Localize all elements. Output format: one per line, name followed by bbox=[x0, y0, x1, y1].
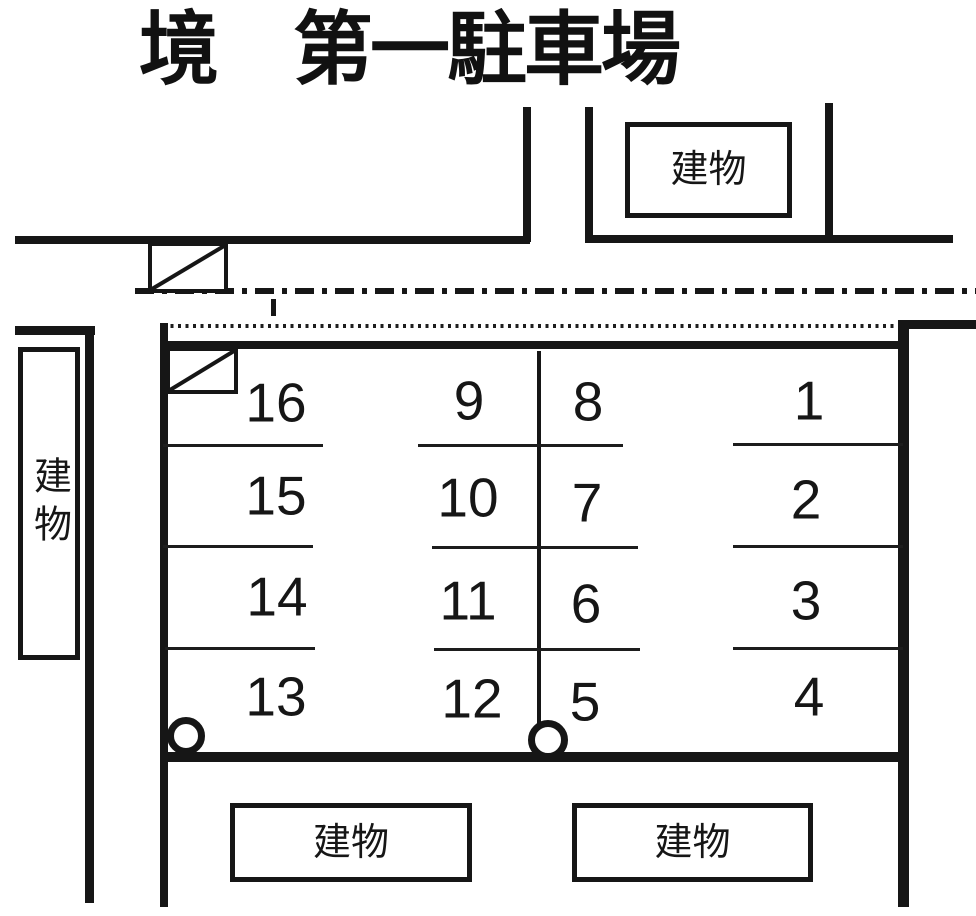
stall-4: 4 bbox=[793, 665, 825, 728]
road-edge-upper-right bbox=[585, 235, 953, 243]
lot-left-edge bbox=[160, 323, 168, 907]
lot-center-divider bbox=[537, 351, 541, 724]
lot-top-right-step bbox=[898, 320, 976, 329]
left-road-corner-horizontal bbox=[15, 326, 95, 335]
building-label-top: 建物 bbox=[670, 149, 747, 191]
stall-2: 2 bbox=[790, 468, 822, 531]
building-box-left: 建物 bbox=[18, 347, 80, 660]
stall-1: 1 bbox=[793, 369, 825, 432]
road-edge-upper-left bbox=[15, 236, 530, 244]
stall-divider bbox=[163, 545, 313, 548]
stall-12: 12 bbox=[441, 667, 503, 730]
hatched-marker-icon bbox=[148, 242, 228, 293]
stall-divider bbox=[733, 443, 903, 446]
lot-top-border bbox=[160, 341, 903, 349]
stall-divider bbox=[434, 648, 640, 651]
street-opening-left-wall bbox=[523, 107, 531, 242]
map-title: 境 第一駐車場 bbox=[139, 5, 681, 94]
stall-3: 3 bbox=[790, 569, 822, 632]
hatch-diagonal bbox=[170, 351, 234, 390]
top-building-boundary-wall bbox=[825, 103, 833, 240]
stall-9: 9 bbox=[453, 369, 485, 432]
building-label-left: 建物 bbox=[27, 455, 70, 552]
lot-bottom-border bbox=[160, 752, 909, 762]
lot-right-edge bbox=[898, 320, 909, 907]
building-box-top: 建物 bbox=[625, 122, 792, 218]
stall-16: 16 bbox=[245, 371, 307, 434]
stall-7: 7 bbox=[571, 471, 603, 534]
building-label-bottom-right: 建物 bbox=[654, 821, 731, 864]
building-box-bottom-right: 建物 bbox=[572, 803, 813, 882]
stall-15: 15 bbox=[245, 464, 307, 527]
tick-mark bbox=[271, 299, 276, 316]
building-box-bottom-left: 建物 bbox=[230, 803, 472, 882]
building-label-bottom-left: 建物 bbox=[312, 821, 389, 864]
stall-13: 13 bbox=[245, 665, 307, 728]
pole-marker-icon bbox=[167, 717, 205, 755]
stall-6: 6 bbox=[570, 572, 602, 635]
stall-5: 5 bbox=[569, 670, 601, 733]
hatched-marker-icon bbox=[166, 347, 238, 394]
hatch-diagonal bbox=[152, 246, 224, 289]
pole-marker-icon bbox=[528, 720, 568, 760]
street-opening-right-wall bbox=[585, 107, 593, 242]
stall-10: 10 bbox=[437, 466, 499, 529]
stall-divider bbox=[432, 546, 638, 549]
stall-divider bbox=[418, 444, 623, 447]
stall-11: 11 bbox=[439, 569, 497, 632]
stall-divider bbox=[733, 647, 903, 650]
stall-divider bbox=[163, 444, 323, 447]
stall-14: 14 bbox=[246, 565, 308, 628]
stall-8: 8 bbox=[572, 370, 604, 433]
left-road-wall-vertical bbox=[85, 326, 94, 903]
stall-divider bbox=[165, 647, 315, 650]
stall-divider bbox=[733, 545, 903, 548]
